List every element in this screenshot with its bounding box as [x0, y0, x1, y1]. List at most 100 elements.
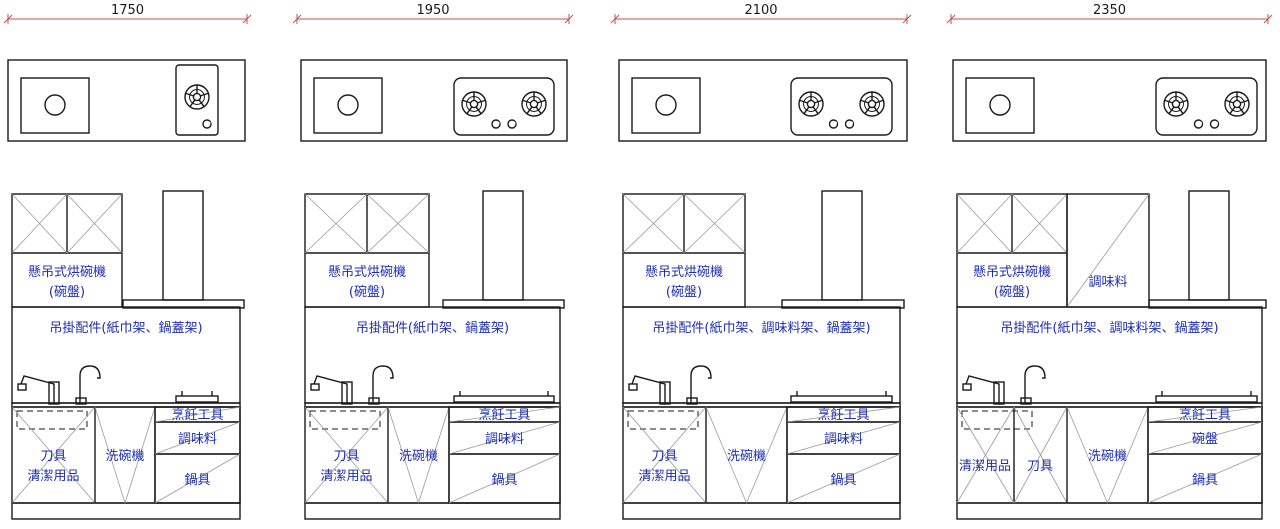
elevation-view: 懸吊式烘碗機(碗盤)吊掛配件(紙巾架、鍋蓋架)刀具清潔用品洗碗機烹飪工具調味料鍋… [304, 190, 565, 520]
faucet-icon [75, 365, 101, 405]
kickplate [304, 502, 561, 520]
stove-plan [175, 64, 219, 136]
range-hood-chimney [1188, 190, 1230, 301]
cleaning-supplies-label: 清潔用品 [320, 469, 372, 484]
upper-cabinet-label: 懸吊式烘碗機 [645, 264, 723, 280]
burner-icon [1224, 91, 1250, 117]
cooking-tools-label: 烹飪工具 [171, 408, 223, 423]
pullout-faucet-icon [962, 375, 1005, 405]
drawer-3 [786, 453, 901, 504]
plan-view [952, 59, 1267, 142]
width-label: 1750 [111, 3, 144, 18]
dishwasher-label: 洗碗機 [105, 448, 144, 464]
dishwasher-label: 洗碗機 [727, 448, 766, 464]
sink-plan [631, 77, 701, 134]
drain-icon [44, 94, 66, 116]
drawer-3 [448, 453, 561, 504]
upper-extra-label: 調味料 [1088, 275, 1127, 290]
sink-outline [16, 410, 88, 430]
burner-icon [1163, 91, 1189, 117]
sink-plan [313, 77, 383, 134]
pullout-faucet-icon [17, 375, 60, 405]
cleaning-supplies-label: 清潔用品 [638, 469, 690, 484]
drawer2-label: 調味料 [824, 432, 863, 447]
stove-plan [790, 77, 893, 136]
knob-icon [1193, 119, 1204, 129]
upper-cabinet-sublabel: (碗盤) [994, 284, 1030, 300]
burner-icon [859, 91, 885, 117]
dimension-line [946, 14, 1273, 24]
sink-plan [20, 77, 90, 134]
range-hood-chimney [821, 190, 863, 301]
kickplate [622, 502, 901, 520]
stove-plan [453, 77, 555, 136]
faucet-icon [1020, 365, 1046, 405]
kickplate [956, 502, 1263, 520]
range-hood [122, 299, 245, 309]
dimension-line [610, 14, 912, 24]
faucet-icon [368, 365, 394, 405]
drawer2-label: 調味料 [485, 432, 524, 447]
layout-2100: 2100懸吊式烘碗機(碗盤)吊掛配件(紙巾架、調味料架、鍋蓋架)刀具清潔用品洗碗… [610, 3, 912, 520]
pots-label: 鍋具 [184, 472, 210, 488]
cooking-tools-label: 烹飪工具 [478, 408, 530, 423]
pots-label: 鍋具 [1192, 472, 1218, 488]
upper-cabinet-label: 懸吊式烘碗機 [28, 264, 106, 280]
burner-icon [184, 84, 210, 110]
knob-icon [491, 119, 501, 129]
upper-cabinet-sublabel: (碗盤) [49, 284, 85, 300]
range-hood [442, 299, 565, 309]
countertop-plan [618, 59, 908, 142]
cleaning-supplies-label: 清潔用品 [27, 469, 79, 484]
dimension-line [3, 14, 252, 24]
countertop-plan [7, 59, 246, 142]
knob-icon [1209, 119, 1220, 129]
burner-icon [461, 91, 487, 117]
dishwasher-label: 洗碗機 [1088, 448, 1127, 464]
drawer-3 [1147, 453, 1263, 504]
drain-icon [655, 94, 677, 116]
countertop-plan [952, 59, 1267, 142]
upper-cabinet-label: 懸吊式烘碗機 [973, 264, 1051, 280]
sink-plan [965, 77, 1035, 134]
drawer-3 [154, 453, 241, 504]
drain-icon [989, 94, 1011, 116]
hanging-rail-label: 吊掛配件(紙巾架、鍋蓋架) [356, 320, 509, 336]
burner-icon [521, 91, 547, 117]
upper-cabinet-sublabel: (碗盤) [349, 284, 385, 300]
burner-icon [798, 91, 824, 117]
upper-cabinet-sublabel: (碗盤) [666, 284, 702, 300]
elevation-view: 懸吊式烘碗機(碗盤)吊掛配件(紙巾架、鍋蓋架)刀具清潔用品洗碗機烹飪工具調味料鍋… [11, 190, 245, 520]
hanging-rail-label: 吊掛配件(紙巾架、調味料架、鍋蓋架) [652, 320, 870, 336]
hanging-rail-label: 吊掛配件(紙巾架、調味料架、鍋蓋架) [1000, 320, 1218, 336]
plan-view [618, 59, 908, 142]
knives-label: 刀具 [333, 449, 359, 464]
knives-label: 刀具 [651, 449, 677, 464]
cooking-tools-label: 烹飪工具 [1179, 408, 1231, 423]
stove-plan [1155, 77, 1258, 136]
knob-icon [507, 119, 517, 129]
pullout-faucet-icon [310, 375, 353, 405]
layout-2350: 2350懸吊式烘碗機(碗盤)調味料吊掛配件(紙巾架、調味料架、鍋蓋架)清潔用品刀… [946, 3, 1273, 520]
stove-elevation [453, 395, 555, 403]
faucet-icon [686, 365, 712, 405]
dishwasher-label: 洗碗機 [399, 448, 438, 464]
sink-outline [961, 410, 1033, 430]
knob-icon [844, 119, 855, 129]
layout-1950: 1950懸吊式烘碗機(碗盤)吊掛配件(紙巾架、鍋蓋架)刀具清潔用品洗碗機烹飪工具… [292, 3, 574, 520]
stove-elevation [1155, 395, 1258, 403]
elevation-view: 懸吊式烘碗機(碗盤)調味料吊掛配件(紙巾架、調味料架、鍋蓋架)清潔用品刀具洗碗機… [956, 190, 1267, 520]
width-label: 1950 [416, 3, 449, 18]
drawer2-label: 調味料 [178, 432, 217, 447]
knob-icon [202, 119, 212, 129]
sink-outline [309, 410, 381, 430]
plan-view [7, 59, 246, 142]
countertop-plan [300, 59, 568, 142]
pots-label: 鍋具 [830, 472, 856, 488]
range-hood-chimney [482, 190, 524, 301]
range-hood-chimney [162, 190, 204, 301]
pullout-faucet-icon [628, 375, 671, 405]
cooking-tools-label: 烹飪工具 [817, 408, 869, 423]
